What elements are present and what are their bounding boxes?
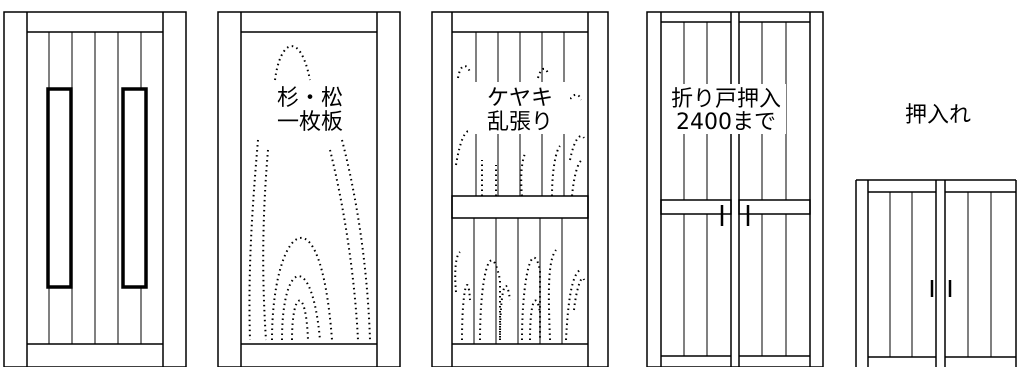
label-cedar-pine-line1: 杉・松 bbox=[277, 86, 343, 111]
door-pulls bbox=[720, 205, 750, 226]
wood-grain bbox=[248, 45, 371, 341]
right-handle bbox=[121, 87, 148, 289]
right-rail bbox=[738, 199, 811, 215]
door-frame bbox=[646, 11, 824, 368]
label-keyaki-line1: ケヤキ bbox=[487, 86, 553, 111]
label-backdrop bbox=[666, 84, 786, 134]
door-panel-keyaki bbox=[431, 11, 609, 368]
wood-grain bbox=[454, 65, 585, 341]
board-lines bbox=[683, 22, 787, 356]
door-panel-plain bbox=[3, 11, 187, 368]
left-handle bbox=[46, 87, 73, 289]
board-lines bbox=[889, 192, 992, 357]
label-backdrop bbox=[254, 82, 366, 134]
door-panel-cedar-pine bbox=[217, 11, 401, 368]
left-rail bbox=[660, 199, 732, 215]
label-backdrop bbox=[470, 82, 570, 134]
label-folding-line2: 2400まで bbox=[676, 110, 776, 135]
label-oshiire: 押入れ bbox=[905, 103, 971, 128]
middle-rail bbox=[451, 195, 589, 219]
board-lines bbox=[473, 32, 565, 344]
door-panel-oshiire bbox=[855, 179, 1017, 367]
door-panel-folding bbox=[646, 11, 824, 368]
label-keyaki-line2: 乱張り bbox=[487, 110, 553, 135]
door-frame bbox=[217, 11, 401, 368]
label-folding-line1: 折り戸押入 bbox=[671, 87, 781, 112]
door-pulls bbox=[930, 280, 952, 297]
label-cedar-pine-line2: 一枚板 bbox=[277, 110, 343, 135]
